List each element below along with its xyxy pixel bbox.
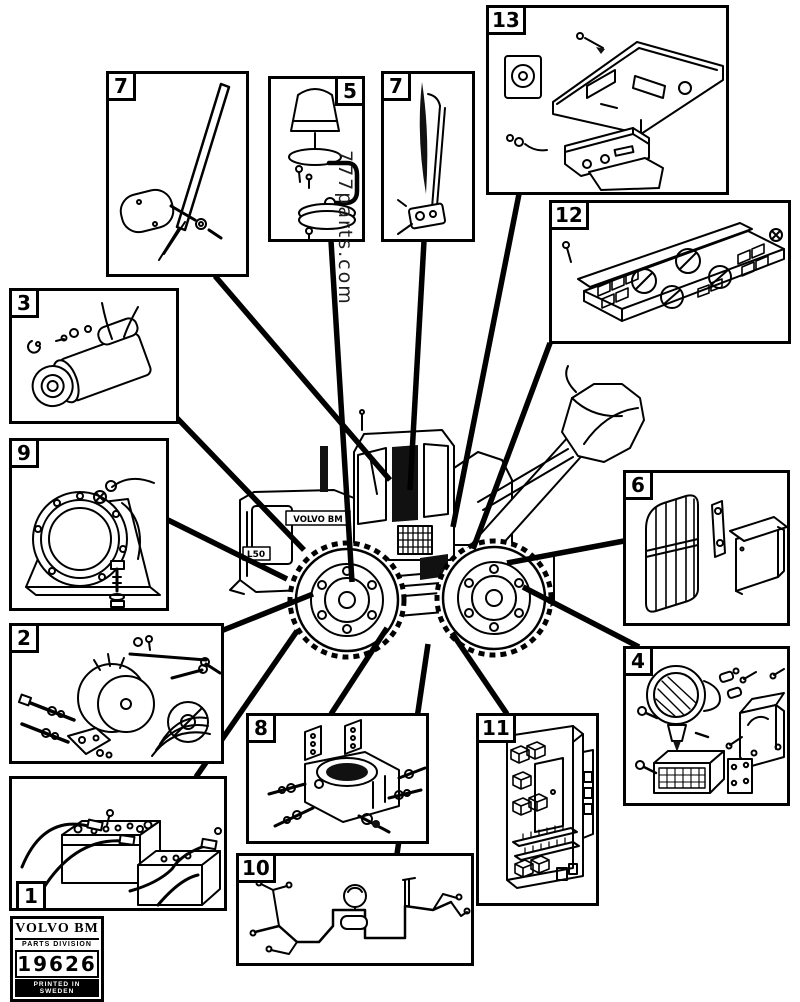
instrument-panel-illustration [562, 222, 785, 322]
stamp-brand: VOLVO BM [15, 921, 99, 940]
stamp-division: PARTS DIVISION [22, 941, 92, 948]
work-lamp-kit-illustration [635, 665, 785, 794]
windscreen-wiper-motor-illustration [119, 82, 231, 261]
stamp-printed: PRINTED IN SWEDEN [15, 979, 99, 997]
callout-number: 10 [236, 853, 276, 883]
part-box-9: 9 [9, 438, 169, 611]
part-box-7-front: 7 [106, 71, 249, 277]
part-box-5: 5 [268, 76, 365, 242]
callout-number: 13 [486, 5, 526, 35]
callout-number: 7 [381, 71, 411, 101]
wheel-loader-illustration: VOLVO BM L50 [229, 365, 645, 660]
callout-number: 12 [549, 200, 589, 230]
part-box-11: 11 [476, 713, 599, 906]
windscreen-wiper-arm-illustration [397, 82, 447, 235]
part-box-6: 6 [623, 470, 790, 626]
backup-alarm-illustration [25, 477, 161, 608]
callout-number: 1 [16, 881, 46, 911]
alternator-illustration [17, 635, 221, 759]
starter-motor-illustration [27, 302, 152, 408]
machine-brand-label: VOLVO BM [293, 515, 342, 525]
stamp-number: 19626 [15, 950, 99, 978]
callout-number: 3 [9, 288, 39, 318]
engine-block-heater-illustration [267, 719, 426, 834]
callout-number: 8 [246, 713, 276, 743]
part-box-2: 2 [9, 623, 224, 764]
part-box-1: 1 [9, 776, 227, 911]
part-box-8: 8 [246, 713, 429, 844]
part-box-10: 10 [236, 853, 474, 966]
machine-model-label: L50 [247, 550, 265, 560]
cable-harness-illustration [249, 877, 471, 955]
rotating-beacon-illustration [288, 88, 360, 239]
callout-number: 2 [9, 623, 39, 653]
callout-number: 6 [623, 470, 653, 500]
part-box-7-rear: 7 [381, 71, 475, 242]
part-box-3: 3 [9, 288, 179, 424]
radio-installation-kit-illustration [504, 32, 724, 191]
volvo-parts-stamp: VOLVO BM PARTS DIVISION 19626 PRINTED IN… [10, 916, 104, 1002]
callout-number: 7 [106, 71, 136, 101]
callout-number: 9 [9, 438, 39, 468]
lamp-guard-and-cover-illustration [645, 494, 787, 613]
callout-number: 11 [476, 713, 516, 743]
callout-number: 4 [623, 646, 653, 676]
part-box-4: 4 [623, 646, 790, 806]
battery-set-illustration [20, 809, 222, 907]
watermark-text: 777parts.com [334, 150, 356, 306]
part-box-13: 13 [486, 5, 729, 195]
fuse-and-relay-box-illustration [506, 725, 594, 889]
callout-number: 5 [335, 76, 365, 106]
part-box-12: 12 [549, 200, 791, 344]
